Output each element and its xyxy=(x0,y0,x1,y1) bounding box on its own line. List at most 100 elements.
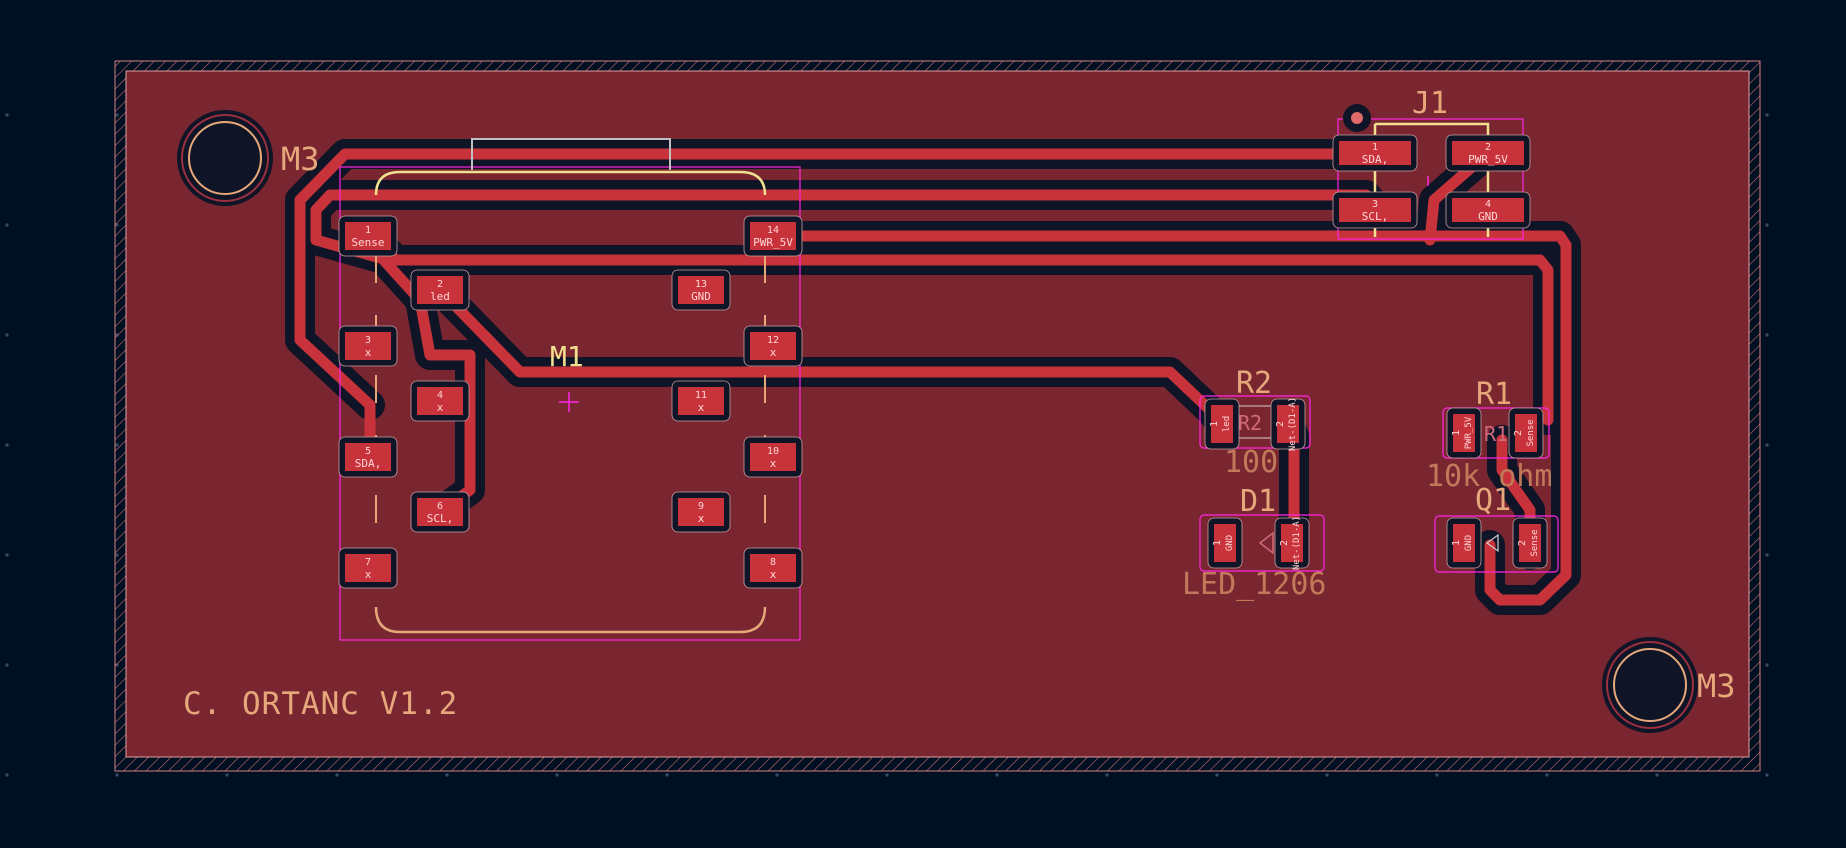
grid-dot xyxy=(1325,773,1329,777)
ref-q1: Q1 xyxy=(1475,483,1511,518)
footprint-d1[interactable] xyxy=(1199,514,1325,572)
pad-net: Sense xyxy=(351,236,384,249)
pad-net: SCL, xyxy=(427,512,454,525)
pad-copper xyxy=(345,554,391,582)
grid-dot xyxy=(115,773,119,777)
pad-copper xyxy=(417,276,463,304)
pad-net: Sense xyxy=(1526,419,1536,446)
pad-11[interactable]: 11x xyxy=(671,380,731,422)
pad-copper xyxy=(1339,141,1411,165)
pad-copper xyxy=(1515,414,1537,452)
grid-dot xyxy=(1765,773,1769,777)
pad-copper xyxy=(1519,524,1541,562)
grid-dot xyxy=(1765,553,1769,557)
pad-number: 4 xyxy=(1485,199,1491,210)
grid-dot xyxy=(5,553,9,557)
pad-number: 1 xyxy=(1212,540,1223,546)
grid-dot xyxy=(5,663,9,667)
pad-net: SDA, xyxy=(1362,153,1389,166)
pad-number: 8 xyxy=(770,557,776,568)
grid-dot xyxy=(775,773,779,777)
pad-8[interactable]: 8x xyxy=(743,547,803,589)
pad-number: 2 xyxy=(1517,540,1528,546)
pad-number: 1 xyxy=(1209,421,1220,427)
grid-dot xyxy=(5,443,9,447)
footprint-m1[interactable] xyxy=(339,138,801,641)
pad-copper xyxy=(1452,141,1524,165)
j1-courtyard xyxy=(1337,118,1524,240)
pad-number: 1 xyxy=(1372,142,1378,153)
ref-j1: J1 xyxy=(1412,86,1448,121)
pad-net: GND xyxy=(1478,210,1498,223)
mounting-hole-bottom[interactable] xyxy=(1602,637,1698,733)
pad-number: 3 xyxy=(1372,199,1378,210)
pad-number: 10 xyxy=(767,446,779,457)
pad-copper xyxy=(678,276,724,304)
pad-net: GND xyxy=(691,290,711,303)
pad-copper xyxy=(345,332,391,360)
pad-net: SCL, xyxy=(1362,210,1389,223)
pad-copper xyxy=(678,498,724,526)
pad-number: 2 xyxy=(437,279,443,290)
footprint-q1[interactable] xyxy=(1434,515,1559,573)
fab-r2: R2 xyxy=(1238,411,1262,435)
pad-9[interactable]: 9x xyxy=(671,491,731,533)
pad-12[interactable]: 12x xyxy=(743,325,803,367)
value-r2: 100 xyxy=(1224,445,1278,480)
pad-10[interactable]: 10x xyxy=(743,436,803,478)
pad-7[interactable]: 7x xyxy=(338,547,398,589)
pad-number: 1 xyxy=(365,225,371,236)
grid-dot xyxy=(995,773,999,777)
pad-number: 2 xyxy=(1275,421,1286,427)
mounting-hole-top[interactable] xyxy=(177,110,273,206)
ref-d1: D1 xyxy=(1240,484,1276,519)
j1-pin1-marker xyxy=(1351,112,1363,124)
grid-dot xyxy=(445,773,449,777)
ref-m3-bottom: M3 xyxy=(1697,667,1736,705)
pad-number: 11 xyxy=(695,390,707,401)
grid-dot xyxy=(5,333,9,337)
pad-net: x xyxy=(770,346,777,359)
pad-copper xyxy=(678,387,724,415)
pad-net: x xyxy=(437,401,444,414)
ref-r1: R1 xyxy=(1476,377,1512,412)
trace-pwr xyxy=(794,230,1572,606)
pad-4[interactable]: 4x xyxy=(410,380,470,422)
pad-net: led xyxy=(430,290,450,303)
grid-dot xyxy=(1215,773,1219,777)
grid-dot xyxy=(1435,773,1439,777)
pad-3[interactable]: 3x xyxy=(338,325,398,367)
pad-net: x xyxy=(365,346,372,359)
pad-copper xyxy=(1452,198,1524,222)
pad-number: 12 xyxy=(767,335,779,346)
grid-dot xyxy=(1105,773,1109,777)
footprint-r1[interactable] xyxy=(1442,407,1550,459)
pad-net: x xyxy=(770,568,777,581)
ref-r2: R2 xyxy=(1236,366,1272,401)
grid-dot xyxy=(665,773,669,777)
q1-courtyard xyxy=(1434,515,1559,573)
pad-number: 1 xyxy=(1451,430,1462,436)
